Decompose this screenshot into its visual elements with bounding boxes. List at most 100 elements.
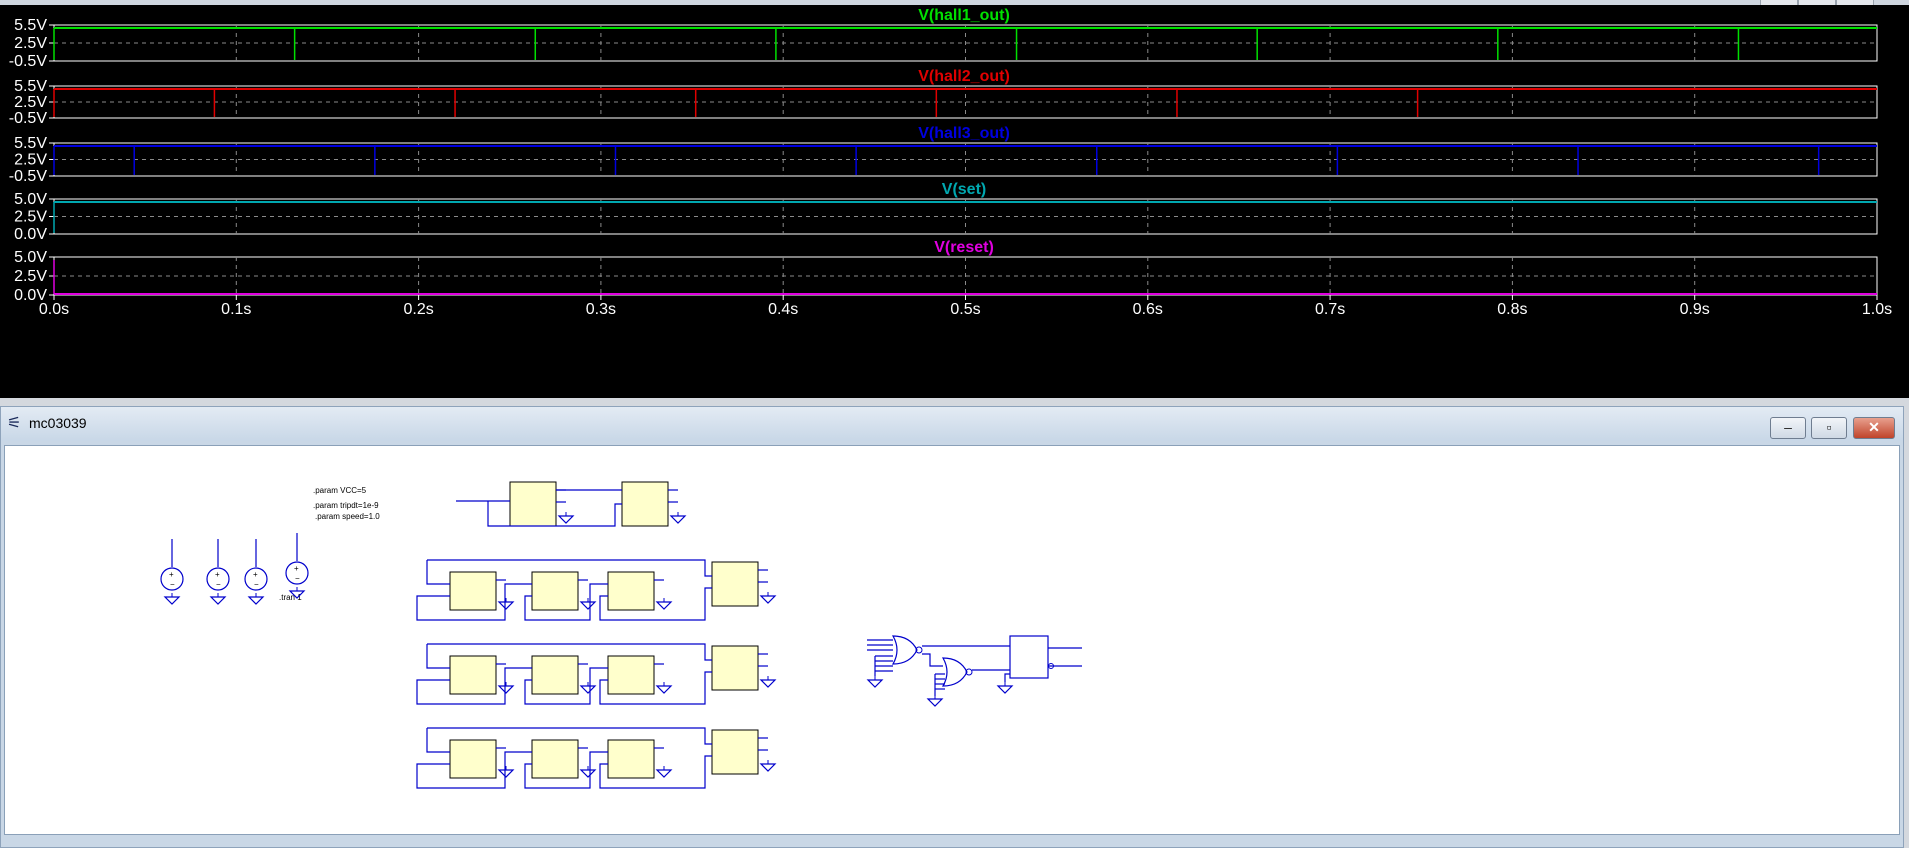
flip-flop-a3[interactable]: [996, 635, 1082, 694]
maximize-button[interactable]: ▫: [1811, 417, 1847, 439]
window-title: mc03039: [29, 415, 87, 431]
x-tick-label: 0.2s: [403, 301, 433, 318]
voltage-sources[interactable]: +−+−+−+−: [160, 533, 309, 605]
ic-chip[interactable]: [711, 561, 759, 607]
ground-symbol: [759, 760, 777, 772]
inverter-block: [449, 571, 515, 611]
xor-block: [509, 481, 575, 527]
y-tick-label: -0.5V: [9, 168, 48, 185]
wire: [416, 583, 532, 621]
source-polarity: −: [295, 574, 300, 583]
directive-tripdt[interactable]: .param tripdt=1e-9: [313, 501, 379, 510]
directives[interactable]: .param VCC=5 .param tripdt=1e-9 .param s…: [279, 486, 380, 602]
chip-body[interactable]: [621, 481, 669, 527]
wire: [599, 587, 712, 621]
y-tick-label: 5.5V: [14, 135, 47, 152]
ground-symbol: [163, 593, 181, 605]
chip-body[interactable]: [607, 655, 655, 695]
source-circle[interactable]: [206, 567, 230, 591]
chip-body[interactable]: [607, 571, 655, 611]
ic-chip[interactable]: [449, 655, 497, 695]
logic-section[interactable]: [866, 635, 1082, 707]
x-tick-label: 0.6s: [1133, 301, 1163, 318]
y-tick-label: 2.5V: [14, 209, 47, 226]
ground-symbol: [669, 512, 687, 524]
wire: [922, 653, 943, 667]
ic-chip[interactable]: [449, 571, 497, 611]
source-polarity: +: [294, 564, 299, 573]
ic-chip[interactable]: [711, 645, 759, 691]
voltage-source[interactable]: +−: [206, 539, 230, 605]
ic-chip[interactable]: [509, 481, 557, 527]
ic-chip[interactable]: [449, 739, 497, 779]
chip-body[interactable]: [607, 739, 655, 779]
chip-body[interactable]: [711, 561, 759, 607]
trace-label: V(hall2_out): [918, 68, 1010, 85]
y-tick-label: 2.5V: [14, 35, 47, 52]
ground-symbol: [497, 598, 515, 610]
waveform-panel: V(set)5.0V2.5V0.0V: [14, 181, 1878, 243]
minimize-button[interactable]: –: [1770, 417, 1806, 439]
source-polarity: −: [170, 580, 175, 589]
ground-symbol: [247, 593, 265, 605]
gate-a2[interactable]: [941, 657, 968, 687]
chip-body[interactable]: [711, 645, 759, 691]
waveform-plot[interactable]: V(hall1_out)5.5V2.5V-0.5VV(hall2_out)5.5…: [0, 5, 1909, 398]
ic-chip[interactable]: [621, 481, 669, 527]
chip-body[interactable]: [449, 739, 497, 779]
ground-symbol: [655, 682, 673, 694]
inverter-block: [449, 655, 515, 695]
directive-tran[interactable]: .tran 1: [279, 593, 302, 602]
x-tick-label: 0.3s: [586, 301, 616, 318]
close-button[interactable]: ✕: [1853, 417, 1895, 439]
source-circle[interactable]: [285, 561, 309, 585]
wire: [524, 751, 608, 789]
ic-chip[interactable]: [531, 655, 579, 695]
schematic-window[interactable]: ⚟ mc03039 – ▫ ✕ .param VCC=5 .param trip…: [0, 406, 1904, 848]
voltage-source[interactable]: +−: [244, 539, 268, 605]
trace-label: V(hall3_out): [918, 125, 1010, 142]
source-circle[interactable]: [160, 567, 184, 591]
chip-body[interactable]: [449, 571, 497, 611]
chip-body[interactable]: [531, 571, 579, 611]
source-polarity: −: [254, 580, 259, 589]
flip-flop-body[interactable]: [1009, 635, 1049, 679]
schematic-titlebar[interactable]: ⚟ mc03039 – ▫ ✕: [1, 407, 1903, 441]
schematic-parts[interactable]: [416, 481, 777, 789]
wire: [426, 728, 450, 753]
xor-block: [711, 645, 777, 691]
ic-chip[interactable]: [531, 739, 579, 779]
ic-chip[interactable]: [607, 739, 655, 779]
xor-block: [711, 561, 777, 607]
voltage-source[interactable]: +−: [160, 539, 184, 605]
directive-vcc[interactable]: .param VCC=5: [313, 486, 367, 495]
schematic-canvas[interactable]: .param VCC=5 .param tripdt=1e-9 .param s…: [4, 445, 1900, 835]
ic-chip[interactable]: [607, 655, 655, 695]
source-polarity: +: [169, 570, 174, 579]
wire: [599, 755, 712, 789]
directive-speed[interactable]: .param speed=1.0: [315, 512, 380, 521]
ground-symbol: [759, 676, 777, 688]
chip-body[interactable]: [449, 655, 497, 695]
ground-symbol: [557, 512, 575, 524]
ic-chip[interactable]: [531, 571, 579, 611]
chip-body[interactable]: [509, 481, 557, 527]
source-circle[interactable]: [244, 567, 268, 591]
ground-symbol: [209, 593, 227, 605]
y-tick-label: 5.5V: [14, 78, 47, 95]
ic-chip[interactable]: [607, 571, 655, 611]
wire: [416, 667, 532, 705]
gate-a1[interactable]: [891, 635, 918, 665]
y-tick-label: 2.5V: [14, 268, 47, 285]
ground-symbol: [579, 682, 597, 694]
chip-body[interactable]: [711, 729, 759, 775]
waveform-panel: V(reset)5.0V2.5V0.0V: [14, 239, 1878, 304]
chip-body[interactable]: [531, 739, 579, 779]
chip-body[interactable]: [531, 655, 579, 695]
ic-chip[interactable]: [711, 729, 759, 775]
schematic-drawing[interactable]: .param VCC=5 .param tripdt=1e-9 .param s…: [5, 446, 1899, 834]
voltage-source[interactable]: +−: [285, 533, 309, 599]
gate-a1-bubble: [915, 646, 923, 654]
ground-symbol: [655, 598, 673, 610]
